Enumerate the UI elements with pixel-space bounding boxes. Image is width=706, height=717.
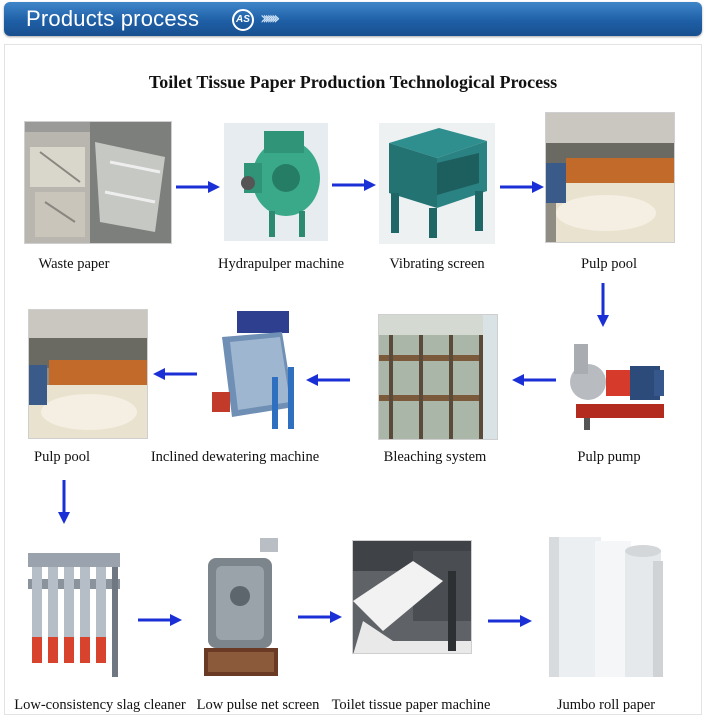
arrow-right-6 <box>488 615 532 627</box>
step-label-vibrating-screen: Vibrating screen <box>389 256 485 272</box>
arrow-right-5 <box>298 611 342 623</box>
step-label-pulp-pool-1: Pulp pool <box>581 256 637 272</box>
step-label-inclined-dewatering: Inclined dewatering machine <box>150 449 320 465</box>
pulp-pump-image <box>566 342 670 434</box>
step-label-pulp-pool-2: Pulp pool <box>34 449 90 465</box>
arrow-left-2 <box>306 374 350 386</box>
chevron-arrows-icon: ››››››› <box>260 8 281 29</box>
inclined-dewatering-image <box>202 307 298 433</box>
step-label-paper-machine: Toilet tissue paper machine <box>331 697 491 713</box>
arrow-right-3 <box>500 181 544 193</box>
step-label-pulp-pump: Pulp pump <box>577 449 641 465</box>
step-label-waste-paper: Waste paper <box>38 256 110 272</box>
section-header: Products process AS ››››››› <box>4 2 702 36</box>
slag-cleaner-image <box>18 543 130 683</box>
step-label-slag-cleaner: Low-consistency slag cleaner <box>14 697 186 713</box>
jumbo-roll-image <box>545 531 667 681</box>
paper-machine-image <box>352 540 472 654</box>
net-screen-image <box>198 536 284 680</box>
arrow-left-3 <box>153 368 197 380</box>
arrow-down-1 <box>597 283 609 327</box>
diagram-title: Toilet Tissue Paper Production Technolog… <box>148 72 558 92</box>
hydrapulper-image <box>224 123 328 241</box>
arrow-down-2 <box>58 480 70 524</box>
pulp-pool-image-2 <box>28 309 148 439</box>
arrow-right-2 <box>332 179 376 191</box>
arrow-left-1 <box>512 374 556 386</box>
section-title: Products process <box>26 6 200 31</box>
company-logo-icon: AS <box>232 9 254 31</box>
step-label-bleaching-system: Bleaching system <box>383 449 487 465</box>
vibrating-screen-image <box>379 123 495 244</box>
arrow-right-4 <box>138 614 182 626</box>
bleaching-system-image <box>378 314 498 440</box>
step-label-jumbo-roll: Jumbo roll paper <box>556 697 656 713</box>
step-label-hydrapulper: Hydrapulper machine <box>217 256 345 272</box>
pulp-pool-image-1 <box>545 112 675 243</box>
step-label-net-screen: Low pulse net screen <box>196 697 320 713</box>
arrow-right-1 <box>176 181 220 193</box>
waste-paper-image <box>24 121 172 244</box>
